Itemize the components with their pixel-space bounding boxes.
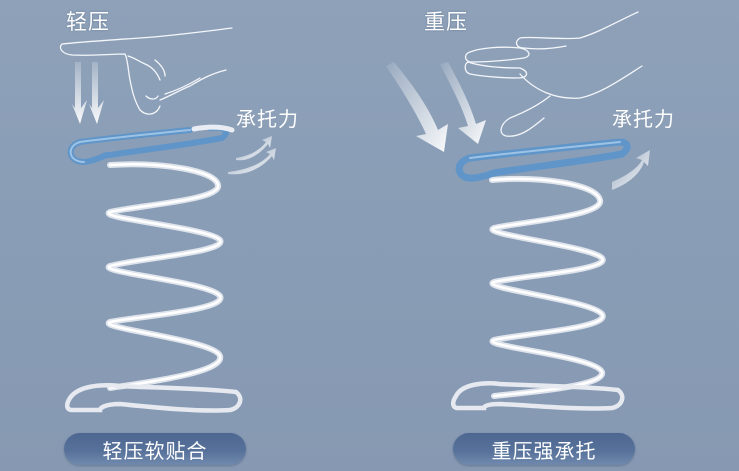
spring-left-icon <box>65 124 243 413</box>
light-support-force-label: 承托力 <box>236 107 299 131</box>
support-force-light-icon <box>228 136 276 175</box>
light-press-caption-badge: 轻压软贴合 <box>64 433 246 465</box>
down-arrows-light-icon <box>72 62 104 124</box>
heavy-support-force-label: 承托力 <box>612 107 675 131</box>
spring-right-icon <box>451 138 631 411</box>
hand-light-press-icon <box>59 27 233 115</box>
down-arrows-heavy-icon <box>386 62 486 152</box>
heavy-press-caption-badge: 重压强承托 <box>453 433 635 465</box>
support-force-heavy-icon <box>612 150 650 190</box>
light-press-caption: 轻压软贴合 <box>102 438 208 463</box>
heavy-press-caption: 重压强承托 <box>491 438 597 463</box>
light-press-title: 轻压 <box>66 10 110 34</box>
heavy-press-title: 重压 <box>424 10 468 34</box>
hand-heavy-press-icon <box>464 11 643 137</box>
